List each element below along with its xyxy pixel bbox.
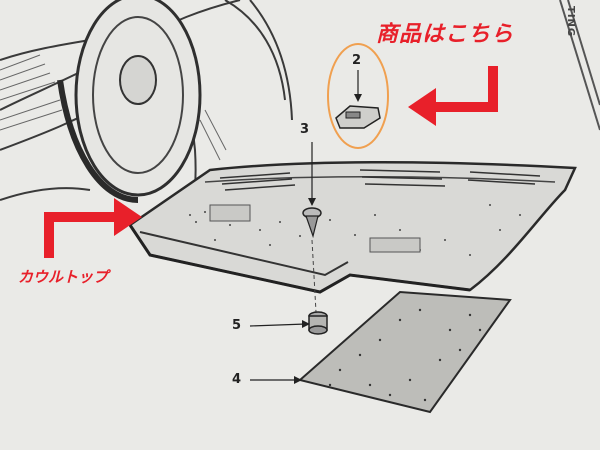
floor-mat xyxy=(297,290,512,414)
cowl-top-panel xyxy=(128,160,577,294)
clip-part xyxy=(335,70,381,129)
part-number-clip: 2 xyxy=(352,53,362,68)
highlight-circle xyxy=(327,43,389,149)
panel-stipple xyxy=(189,204,521,256)
cowl-top-label: カウルトップ xyxy=(18,268,109,286)
mat-pointer xyxy=(250,376,302,384)
vent-slots xyxy=(219,169,541,191)
part-number-grommet: 5 xyxy=(232,318,242,333)
page-border xyxy=(559,0,600,131)
screw-part xyxy=(302,142,322,313)
page-corner-text: TING xyxy=(565,6,576,38)
product-here-label: 商品はこちら xyxy=(376,22,515,47)
car-hatching xyxy=(0,54,227,161)
wheel xyxy=(57,0,202,203)
cowl-arrow xyxy=(44,198,142,258)
part-number-mat: 4 xyxy=(232,372,242,387)
grommet-part xyxy=(249,311,328,335)
mat-stipple xyxy=(328,308,482,402)
product-arrow xyxy=(408,66,498,126)
part-number-screw: 3 xyxy=(300,122,310,137)
